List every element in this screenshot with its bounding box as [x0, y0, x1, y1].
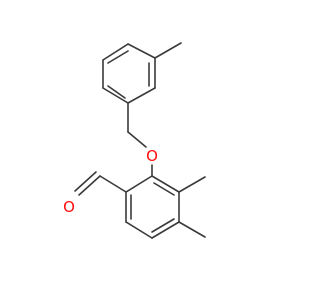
bond — [127, 43, 156, 59]
bond — [151, 175, 180, 193]
ch2-o-bond — [127, 131, 147, 148]
methyl-bond-4 — [178, 221, 206, 238]
methyl-bond-3 — [178, 176, 206, 193]
double-bond — [153, 182, 175, 196]
bond — [127, 87, 156, 104]
bond — [102, 43, 129, 61]
double-bond — [151, 218, 175, 233]
aldehyde-double-bond — [74, 171, 97, 192]
ether-oxygen-label: O — [146, 147, 158, 165]
bond — [125, 221, 153, 239]
top-benzene-ring — [102, 43, 156, 104]
double-bond — [107, 50, 129, 64]
methyl-bond-top — [154, 42, 182, 59]
aldehyde-double-bond — [78, 175, 101, 196]
bottom-benzene-ring — [125, 175, 180, 239]
bond — [125, 175, 153, 193]
aldehyde-c-bond — [99, 175, 127, 193]
aldehyde-oxygen-label: O — [63, 198, 75, 216]
bond — [102, 87, 129, 104]
structure-diagram: O O — [63, 42, 206, 239]
double-bond — [107, 85, 126, 99]
bond — [151, 221, 180, 239]
